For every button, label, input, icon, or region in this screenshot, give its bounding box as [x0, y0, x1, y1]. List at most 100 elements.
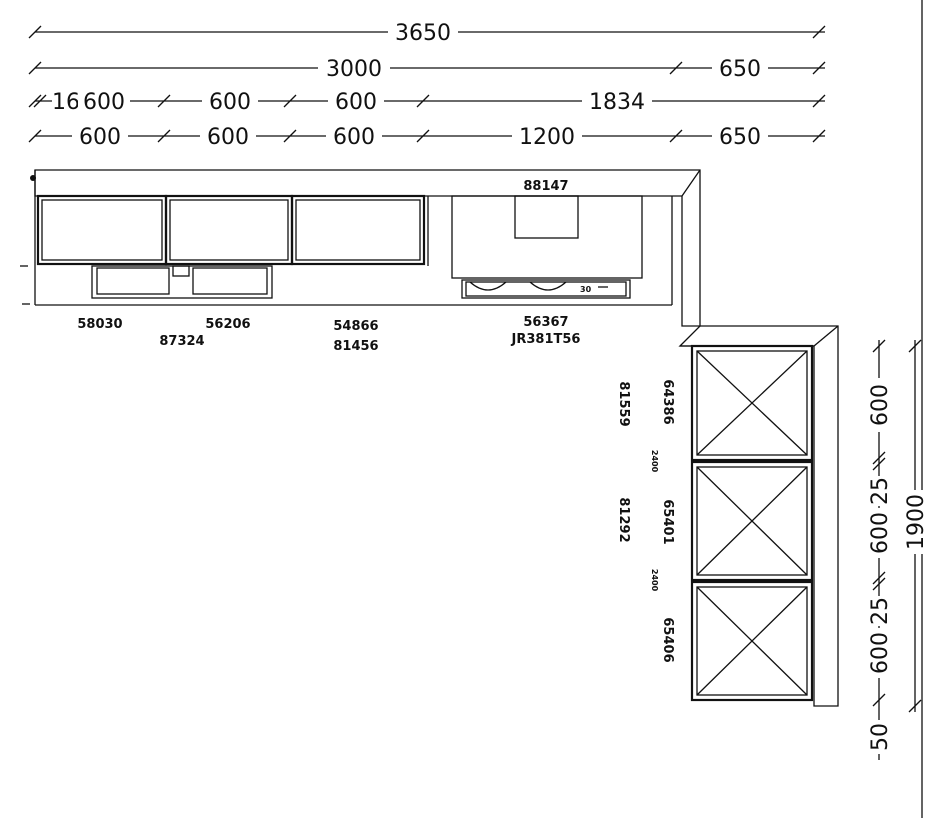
- code-81559: 81559: [616, 381, 631, 426]
- wall-cabinet-2: [164, 194, 294, 266]
- tick: [669, 129, 683, 143]
- dim-600-v3: 600: [868, 632, 893, 674]
- tick: [283, 94, 297, 108]
- dimension-row-4: 600 600 600 1200 650: [28, 122, 826, 150]
- tick: [28, 61, 42, 75]
- small-code-a: 2400: [650, 450, 659, 473]
- dim-25-v2: 25: [868, 597, 893, 625]
- tick: [812, 94, 826, 108]
- base-cabinet-c: [690, 580, 814, 702]
- tick: [28, 129, 42, 143]
- hood-chimney: [514, 195, 579, 239]
- tick: [28, 25, 42, 39]
- top-run: 88147 30 58030 87324 56206 54866 81456 5…: [20, 169, 701, 354]
- dim-3000: 3000: [326, 57, 382, 82]
- right-dimensions: 600 25 600 25 600 50 1900: [868, 339, 929, 760]
- tick: [872, 577, 886, 591]
- cross: [696, 466, 808, 576]
- sink-outline: [91, 265, 273, 299]
- code-64386: 64386: [660, 379, 675, 424]
- label-mask: [868, 378, 890, 432]
- label-mask: [318, 54, 390, 80]
- cross: [696, 350, 808, 456]
- code-81292: 81292: [616, 497, 631, 542]
- worktop-top: [34, 169, 701, 327]
- code-87324: 87324: [159, 334, 204, 349]
- base-cabinet-a: [690, 344, 814, 462]
- cross: [696, 586, 808, 696]
- tick: [283, 129, 297, 143]
- burner-right: [529, 281, 567, 291]
- dim-1900: 1900: [904, 494, 929, 550]
- code-81456: 81456: [333, 339, 378, 354]
- dim-600-r3a: 600: [83, 90, 125, 115]
- tick: [908, 339, 922, 353]
- tick: [157, 94, 171, 108]
- tick: [812, 129, 826, 143]
- wall-cabinet-1: [36, 194, 168, 266]
- tick: [812, 25, 826, 39]
- right-run: 64386 81559 65401 81292 65406 2400 2400: [616, 325, 839, 707]
- label-mask: [72, 122, 128, 148]
- base-cabinet-b: [690, 460, 814, 582]
- label-mask: [388, 18, 458, 44]
- dim-600-r4c: 600: [333, 125, 375, 150]
- label-mask: [868, 476, 890, 506]
- label-mask: [904, 490, 926, 554]
- tick: [872, 339, 886, 353]
- dim-650-b: 650: [719, 125, 761, 150]
- dim-600-r4b: 600: [207, 125, 249, 150]
- burner-left: [469, 281, 507, 291]
- wall-cabinet-3: [290, 194, 426, 266]
- dim-650-a: 650: [719, 57, 761, 82]
- dim-3650: 3650: [395, 21, 451, 46]
- tick: [872, 451, 886, 465]
- dim-25-v1: 25: [868, 477, 893, 505]
- tick: [33, 94, 47, 108]
- tick: [872, 571, 886, 585]
- label-mask: [582, 88, 652, 112]
- wall-cabinet-2-door: [169, 199, 289, 261]
- label-mask: [202, 88, 258, 112]
- worktop-corner-diag: [681, 169, 701, 197]
- label-mask: [512, 122, 582, 148]
- code-54866: 54866: [333, 319, 378, 334]
- code-56206: 56206: [205, 317, 250, 332]
- tick: [28, 94, 42, 108]
- tick: [872, 693, 886, 707]
- label-mask: [326, 122, 382, 148]
- dim-50: 50: [868, 723, 893, 751]
- code-JR381T56: JR381T56: [511, 332, 581, 347]
- label-mask: [52, 88, 80, 112]
- hob-surface: [465, 281, 627, 297]
- tick: [908, 699, 922, 713]
- base-cabinet-a-inner: [696, 350, 808, 456]
- dimension-row-1: 3650: [28, 18, 826, 46]
- tick: [416, 129, 430, 143]
- sink-bowl-left: [96, 267, 170, 295]
- hood-cabinet: [451, 195, 643, 279]
- label-mask: [868, 720, 890, 754]
- dim-600-v1: 600: [868, 384, 893, 426]
- label-mask: [78, 88, 130, 112]
- label-mask: [868, 628, 890, 678]
- base-cabinet-c-inner: [696, 586, 808, 696]
- tick: [812, 61, 826, 75]
- tick: [416, 94, 430, 108]
- label-mask: [712, 122, 768, 148]
- code-88147: 88147: [523, 179, 568, 194]
- label-mask: [328, 88, 384, 112]
- dim-16: 16: [52, 90, 80, 115]
- code-58030: 58030: [77, 317, 122, 332]
- side-worktop: [678, 325, 839, 707]
- dim-600-v2: 600: [868, 512, 893, 554]
- tick: [157, 129, 171, 143]
- wall-cabinet-1-door: [41, 199, 163, 261]
- label-mask: [200, 122, 256, 148]
- label-mask: [868, 596, 890, 626]
- small-code-b: 2400: [650, 569, 659, 592]
- dimension-row-2: 3000 650: [28, 54, 826, 82]
- label-mask: [868, 508, 890, 558]
